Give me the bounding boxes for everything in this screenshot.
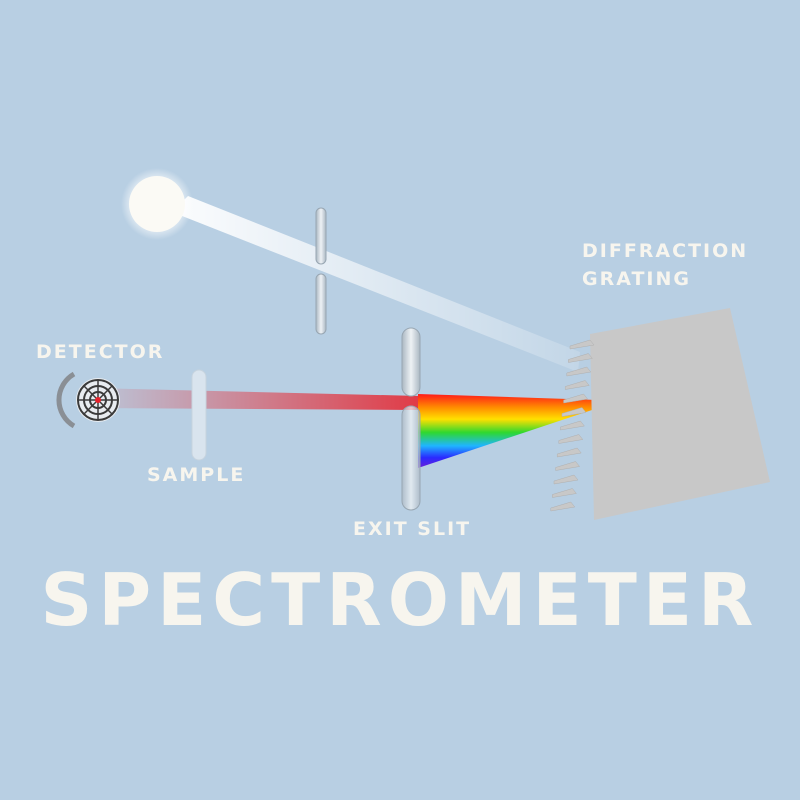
entrance-slit bbox=[315, 207, 327, 335]
grating-tooth bbox=[558, 434, 584, 444]
diffraction-grating-icon bbox=[550, 308, 770, 520]
detector-icon bbox=[56, 371, 120, 429]
grating-tooth bbox=[561, 407, 587, 417]
exit-slit-label: EXIT SLIT bbox=[353, 518, 472, 540]
grating-tooth bbox=[550, 501, 576, 512]
detector-label: DETECTOR bbox=[36, 341, 165, 363]
grating-tooth bbox=[568, 353, 593, 363]
diffraction-grating-label: DIFFRACTION GRATING bbox=[582, 240, 749, 290]
sample-cuvette-icon bbox=[191, 369, 207, 461]
grating-tooth bbox=[569, 339, 595, 350]
sample-label: SAMPLE bbox=[147, 464, 246, 486]
dispersed-spectrum bbox=[418, 394, 598, 468]
light-source-icon bbox=[121, 168, 193, 240]
grating-tooth bbox=[556, 447, 582, 458]
grating-tooth bbox=[553, 474, 579, 485]
exit-slit bbox=[401, 327, 421, 511]
page-title: SPECTROMETER bbox=[40, 558, 760, 642]
grating-tooth bbox=[564, 380, 590, 390]
selected-wavelength-beam bbox=[92, 388, 420, 410]
white-light-beam bbox=[172, 196, 580, 372]
grating-tooth bbox=[563, 393, 589, 404]
grating-tooth bbox=[555, 461, 581, 471]
grating-tooth bbox=[560, 420, 585, 431]
grating-tooth bbox=[566, 366, 592, 377]
grating-tooth bbox=[552, 488, 577, 498]
